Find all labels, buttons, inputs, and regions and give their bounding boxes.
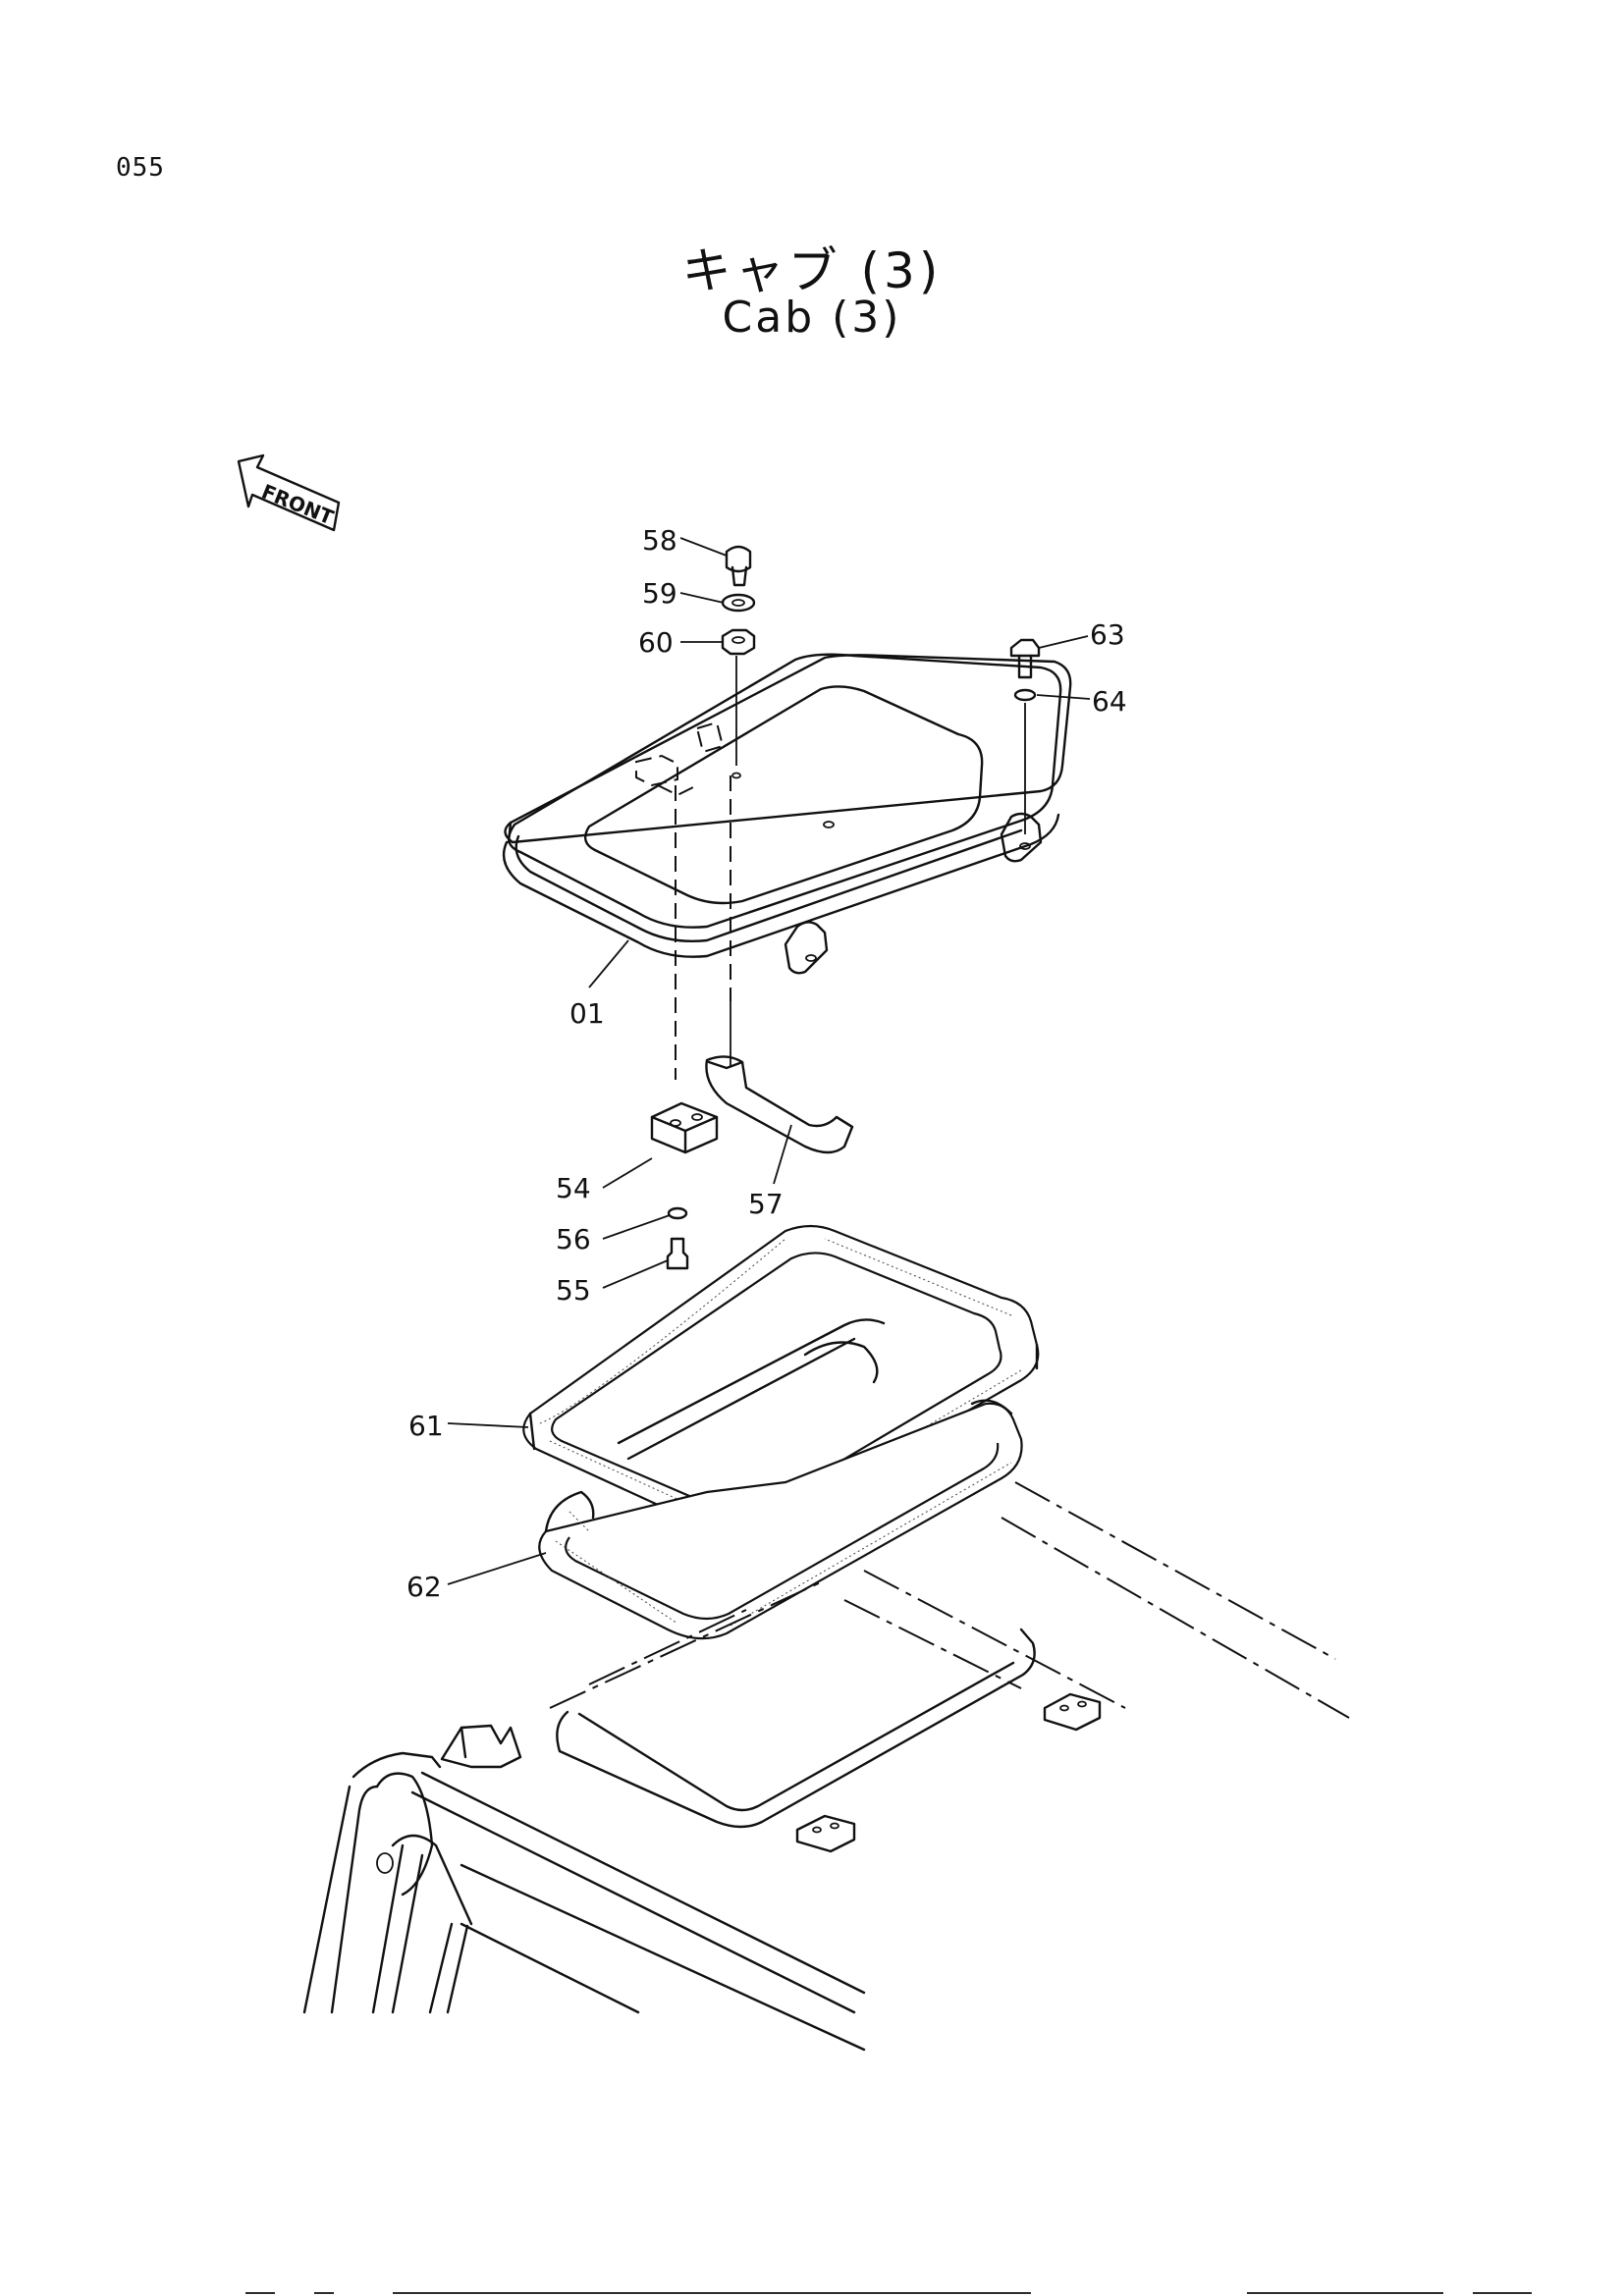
callout-58: 58 — [642, 524, 677, 557]
front-arrow: FRONT — [237, 454, 341, 532]
part-01-roof-hatch — [502, 653, 1072, 975]
callout-57: 57 — [748, 1188, 784, 1220]
callout-labels: 58 59 60 63 64 01 54 56 55 57 61 62 — [406, 524, 1127, 1603]
callout-64: 64 — [1092, 685, 1127, 718]
part-60-nut — [721, 628, 756, 656]
part-55-screw — [666, 1237, 689, 1270]
callout-61: 61 — [408, 1410, 444, 1442]
leader-lines — [447, 537, 1091, 1585]
callout-59: 59 — [642, 577, 677, 610]
part-56-washer — [667, 1206, 688, 1220]
callout-60: 60 — [638, 626, 674, 659]
front-arrow-label: FRONT — [258, 479, 337, 529]
callout-56: 56 — [556, 1223, 591, 1255]
title-japanese: キャブ (3) — [681, 242, 943, 299]
callout-01: 01 — [569, 997, 605, 1030]
part-57-handle — [705, 1001, 854, 1154]
callout-63: 63 — [1090, 618, 1125, 651]
part-54-block — [650, 1101, 719, 1154]
part-59-washer — [721, 593, 756, 613]
part-61-trim-frame — [522, 1224, 1040, 1536]
part-63-bolt — [1009, 638, 1041, 679]
part-62-seal — [538, 1341, 1023, 1640]
part-58-screw — [725, 545, 752, 587]
callout-62: 62 — [406, 1571, 442, 1603]
hidden-latch — [635, 721, 725, 797]
cab-roof-structure — [302, 1481, 1350, 2052]
title-english: Cab (3) — [722, 293, 902, 343]
page-number: 055 — [116, 153, 165, 183]
callout-55: 55 — [556, 1274, 591, 1307]
callout-54: 54 — [556, 1172, 591, 1204]
part-64-washer — [1013, 688, 1037, 702]
